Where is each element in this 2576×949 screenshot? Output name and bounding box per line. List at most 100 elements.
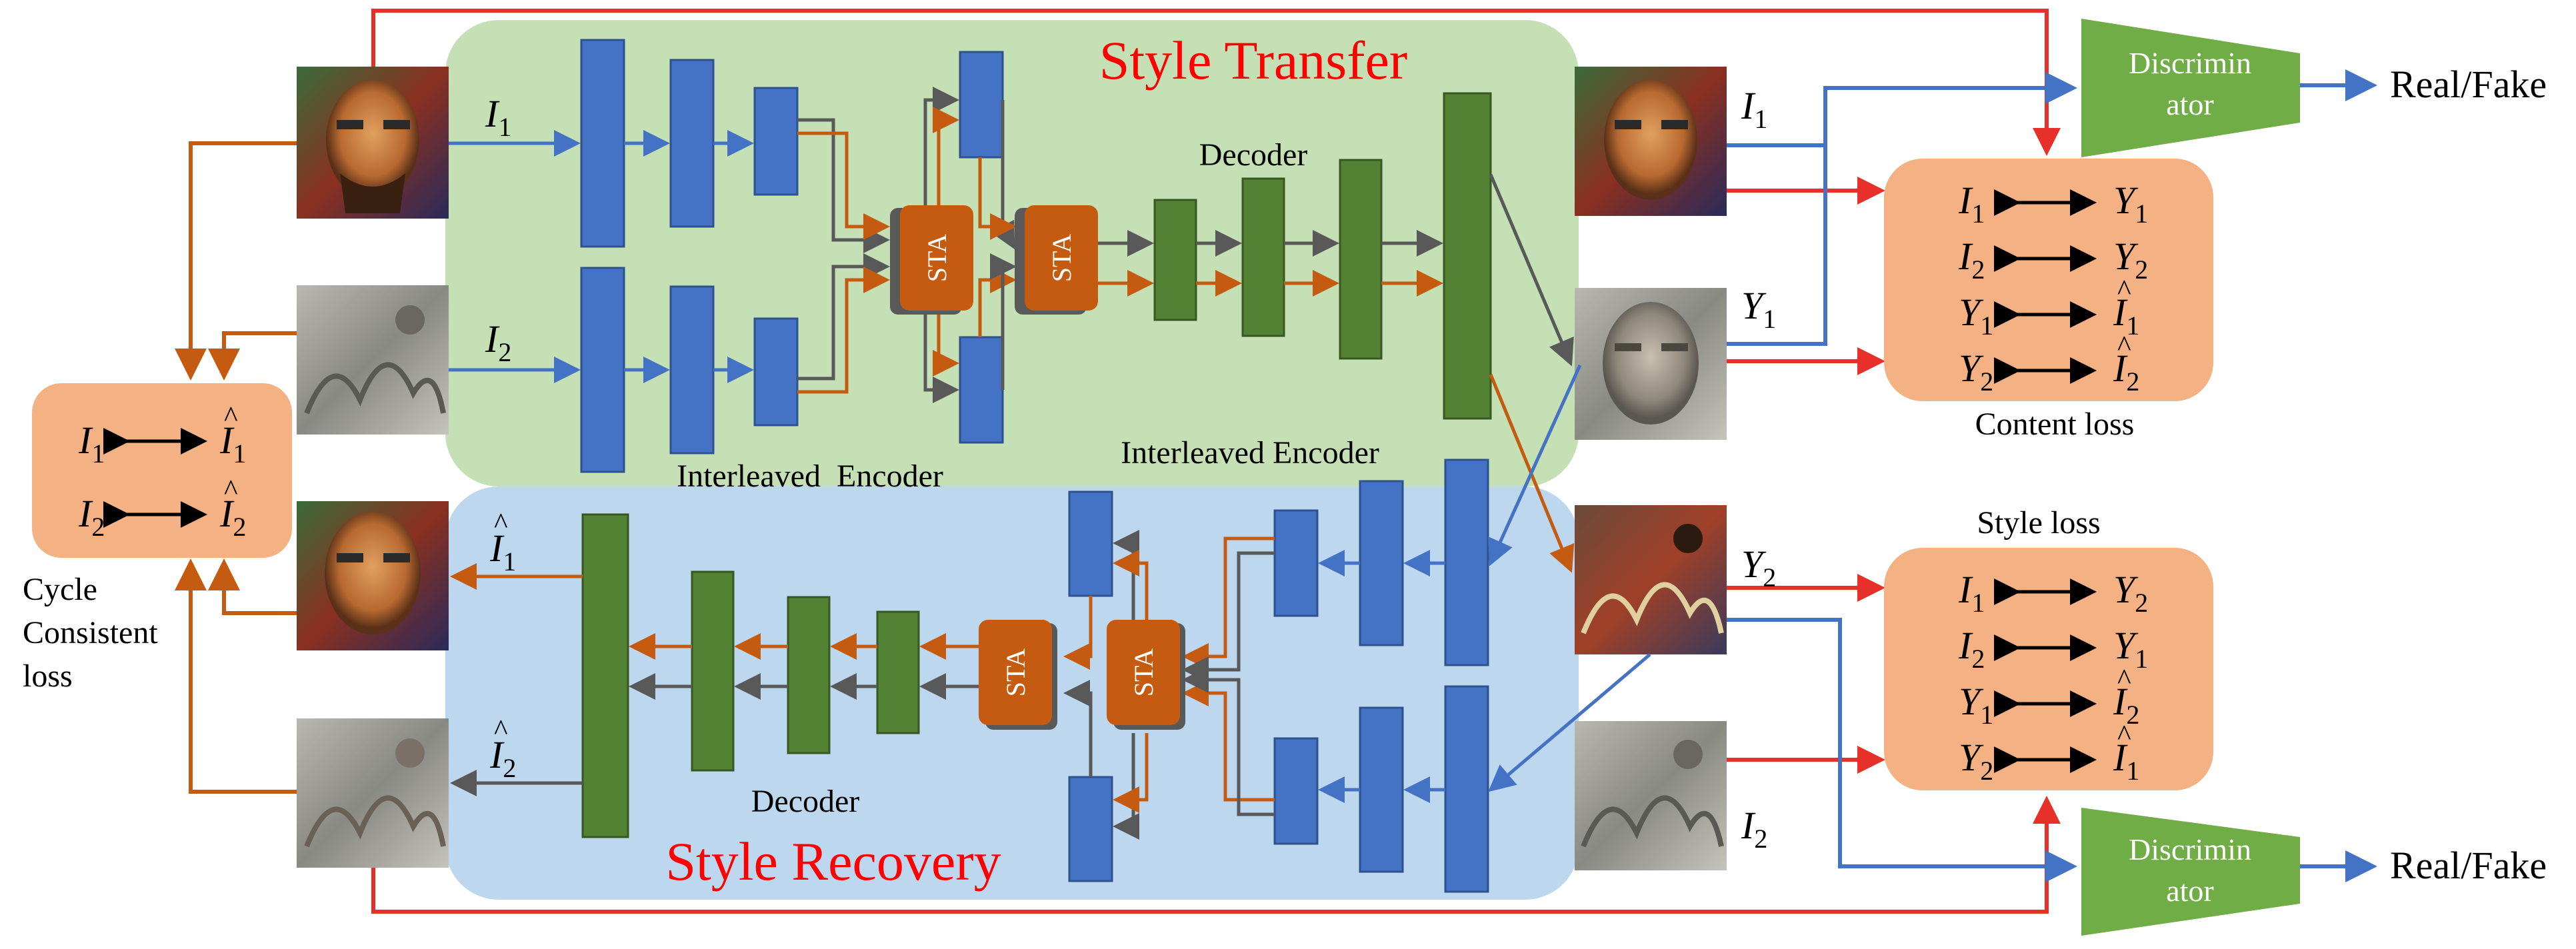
svg-text:STA: STA bbox=[1047, 234, 1077, 282]
real-fake-bottom: Real/Fake bbox=[2390, 844, 2547, 887]
transfer-decoder-arrows bbox=[1098, 174, 1575, 573]
transfer-blue-arrows bbox=[449, 130, 754, 383]
svg-text:^: ^ bbox=[2117, 330, 2131, 363]
decoder-block-r3 bbox=[691, 570, 735, 772]
image-i2-right bbox=[1575, 721, 1727, 870]
svg-text:Y2: Y2 bbox=[2113, 568, 2148, 618]
reconstructed-image-i2-hat bbox=[297, 718, 449, 868]
encoder-block-4a bbox=[959, 51, 1004, 159]
svg-text:Y1: Y1 bbox=[1959, 680, 1993, 730]
label-decoder-bottom: Decoder bbox=[751, 784, 860, 819]
label-i2-input: I2 bbox=[485, 317, 511, 367]
recovery-blue-arrows bbox=[1318, 364, 1651, 803]
reconstructed-image-i1-hat bbox=[297, 501, 449, 650]
label-i1-hat-output: I1 bbox=[489, 526, 516, 576]
discriminator-bottom: Discrimin ator bbox=[2081, 808, 2300, 936]
svg-text:I1: I1 bbox=[1958, 568, 1985, 618]
sta-block-transfer-2: STA bbox=[1015, 205, 1098, 315]
hat-i1-output: ^ bbox=[494, 507, 508, 540]
cycle-loss-title-2: Consistent bbox=[23, 615, 158, 650]
style-recovery-title: Style Recovery bbox=[665, 831, 1001, 892]
decoder-block-t4 bbox=[1443, 92, 1492, 420]
svg-text:STA: STA bbox=[1129, 648, 1159, 696]
input-image-i2 bbox=[297, 285, 449, 435]
decoder-block-t2 bbox=[1241, 177, 1285, 337]
cycle-loss-title-1: Cycle bbox=[23, 572, 97, 607]
svg-text:Y1: Y1 bbox=[2113, 179, 2148, 229]
style-loss-pairs: I1 Y2 I2 Y1 Y1 I2 ^ Y2 I1 ^ bbox=[1958, 568, 2148, 786]
svg-text:I1: I1 bbox=[2113, 291, 2139, 341]
cycle-loss-double-arrows bbox=[103, 428, 207, 528]
label-y1-right: Y1 bbox=[1741, 284, 1776, 334]
transfer-encoder-to-sta bbox=[797, 87, 1017, 403]
content-loss-double-arrows bbox=[1994, 189, 2097, 384]
encoder-block-r2b bbox=[1359, 706, 1404, 873]
svg-text:STA: STA bbox=[1001, 648, 1031, 696]
label-i2-right: I2 bbox=[1741, 804, 1767, 854]
svg-text:Discrimin: Discrimin bbox=[2129, 46, 2251, 80]
real-fake-top: Real/Fake bbox=[2390, 63, 2547, 106]
recovery-encoder-to-sta bbox=[1063, 530, 1275, 840]
svg-text:Y2: Y2 bbox=[1959, 347, 1993, 397]
svg-text:I1: I1 bbox=[78, 419, 105, 469]
svg-text:I2: I2 bbox=[1958, 624, 1985, 674]
decoder-block-r1 bbox=[876, 610, 920, 734]
discriminator-input-lines bbox=[1727, 72, 2077, 882]
svg-text:^: ^ bbox=[224, 474, 238, 506]
label-interleaved-encoder-bottom: Interleaved Encoder bbox=[1121, 435, 1379, 471]
svg-text:^: ^ bbox=[2117, 719, 2131, 752]
label-y2-right: Y2 bbox=[1741, 542, 1776, 592]
encoder-block-2b bbox=[669, 285, 715, 455]
hat-i2-output: ^ bbox=[494, 714, 508, 746]
sta-block-recovery-2: STA bbox=[979, 620, 1057, 730]
encoder-block-1b bbox=[580, 267, 625, 473]
svg-text:STA: STA bbox=[922, 234, 952, 282]
style-loss-box bbox=[1884, 548, 2213, 790]
label-i1-right: I1 bbox=[1741, 84, 1767, 134]
svg-text:ator: ator bbox=[2166, 87, 2214, 121]
svg-text:^: ^ bbox=[2117, 663, 2131, 696]
encoder-block-r1a bbox=[1444, 459, 1489, 666]
label-decoder-top: Decoder bbox=[1199, 137, 1308, 173]
svg-text:Y1: Y1 bbox=[2113, 624, 2148, 674]
image-i1-right bbox=[1575, 67, 1727, 216]
content-loss-box bbox=[1884, 159, 2213, 401]
encoder-block-r1b bbox=[1444, 685, 1489, 893]
svg-text:Y2: Y2 bbox=[2113, 235, 2148, 285]
decoder-block-t1 bbox=[1153, 199, 1197, 321]
encoder-block-r2a bbox=[1359, 480, 1404, 646]
svg-text:^: ^ bbox=[224, 401, 238, 433]
cycle-loss-arrows bbox=[175, 141, 297, 794]
style-transfer-title: Style Transfer bbox=[1099, 30, 1407, 91]
svg-text:^: ^ bbox=[2117, 274, 2131, 307]
svg-text:I2: I2 bbox=[78, 492, 105, 542]
recovery-encoder bbox=[1068, 459, 1489, 893]
style-loss-title: Style loss bbox=[1977, 505, 2100, 540]
discriminator-output-arrows bbox=[2300, 69, 2377, 882]
encoder-block-3a bbox=[753, 87, 799, 196]
content-loss-pairs: I1 Y1 I2 Y2 Y1 I1 ^ Y2 I2 ^ bbox=[1958, 179, 2148, 397]
encoder-block-4b bbox=[959, 336, 1004, 444]
cycle-loss-pairs: I1 I1 ^ I2 I2 ^ bbox=[78, 401, 246, 542]
sta-block-transfer-1: STA bbox=[890, 205, 973, 315]
svg-text:Y2: Y2 bbox=[1959, 736, 1993, 786]
encoder-block-r3a bbox=[1273, 509, 1319, 617]
svg-text:I2: I2 bbox=[1958, 235, 1985, 285]
svg-text:I1: I1 bbox=[2113, 736, 2139, 786]
svg-text:I1: I1 bbox=[1958, 179, 1985, 229]
encoder-block-2a bbox=[669, 59, 715, 228]
cycle-loss-title-3: loss bbox=[23, 658, 73, 694]
encoder-block-3b bbox=[753, 317, 799, 427]
label-interleaved-encoder-top: Interleaved Encoder bbox=[677, 459, 943, 494]
label-i1-input: I1 bbox=[485, 92, 511, 142]
recovery-decoder-arrows bbox=[450, 563, 979, 796]
encoder-block-r4b bbox=[1068, 776, 1113, 882]
svg-text:I2: I2 bbox=[2113, 347, 2139, 397]
encoder-block-r3b bbox=[1273, 737, 1319, 845]
decoder-block-r2 bbox=[787, 596, 831, 754]
svg-text:ator: ator bbox=[2166, 874, 2214, 908]
image-y1 bbox=[1575, 288, 1727, 440]
encoder-block-r4a bbox=[1068, 490, 1113, 597]
discriminator-top: Discrimin ator bbox=[2081, 19, 2300, 157]
